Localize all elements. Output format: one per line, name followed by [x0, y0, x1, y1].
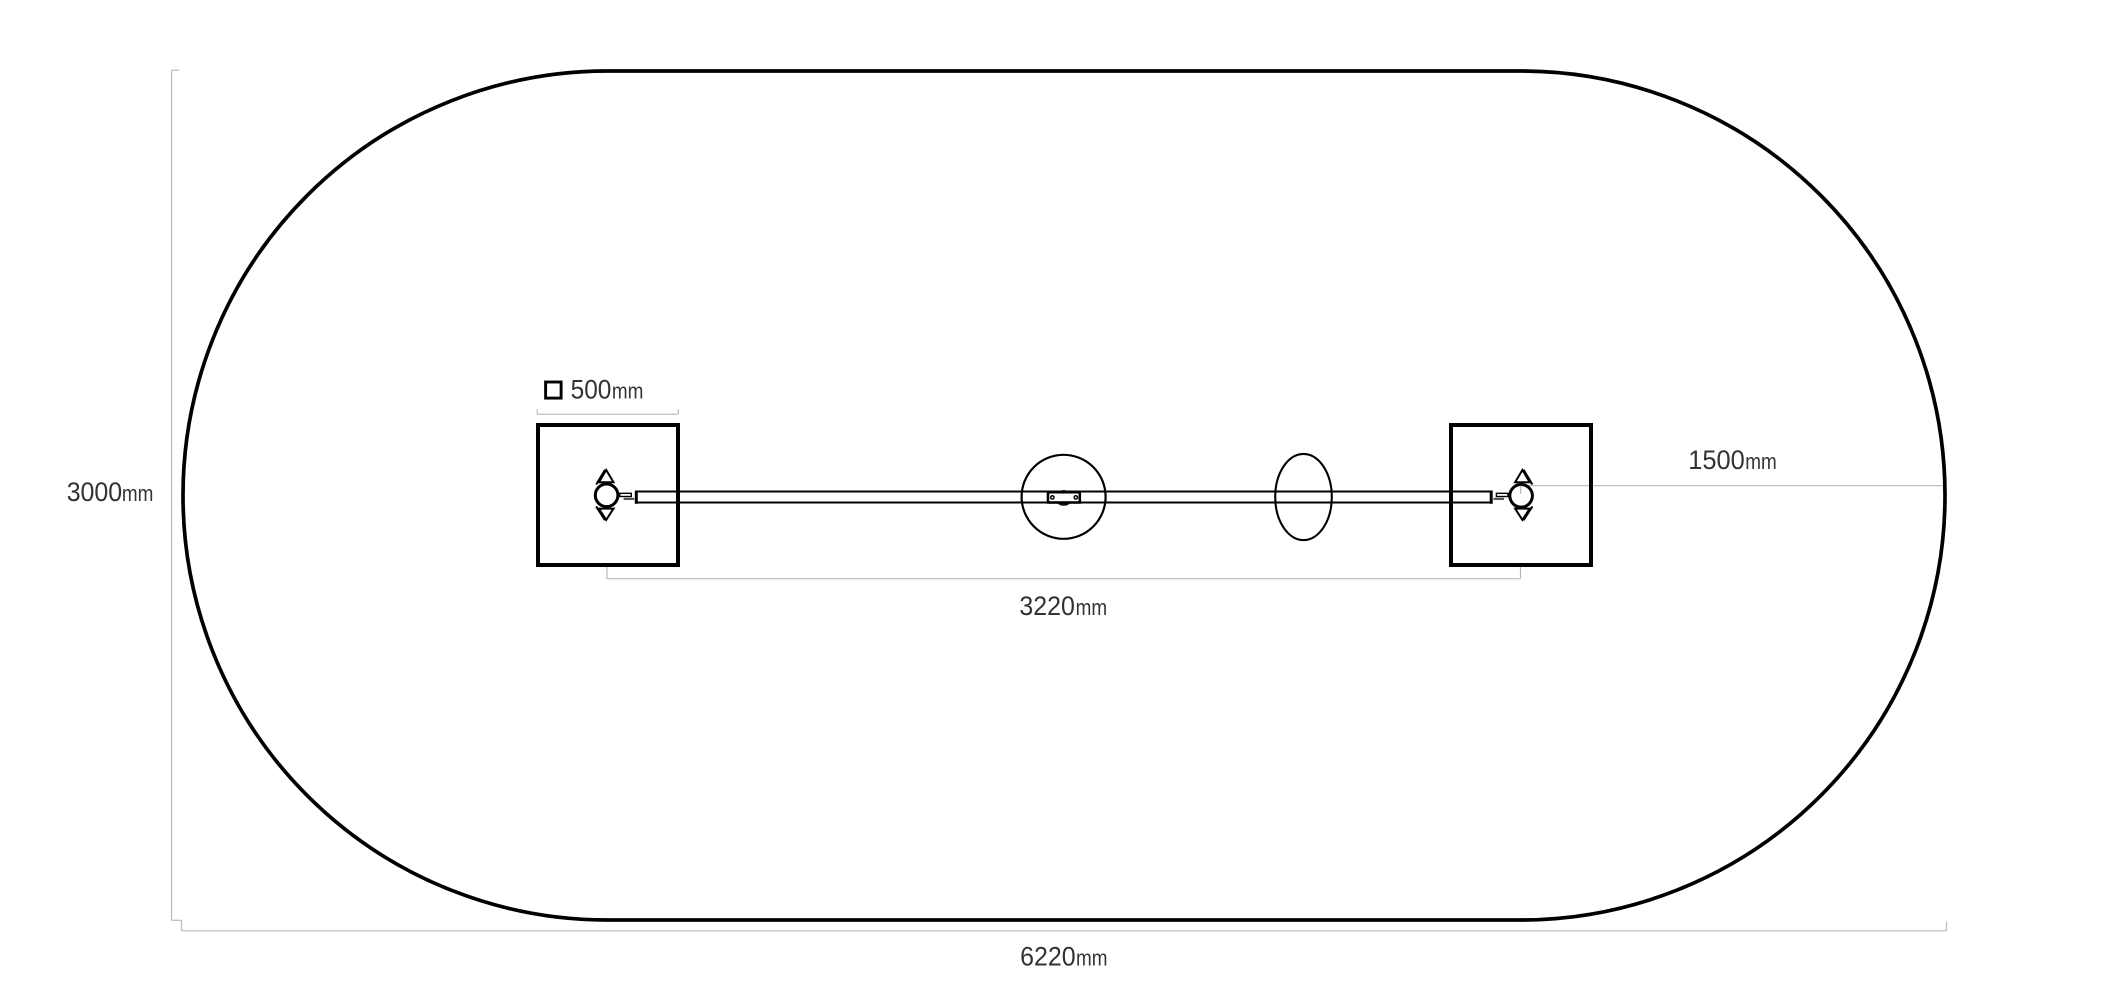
svg-text:mm: mm [122, 481, 154, 506]
svg-text:3000: 3000 [67, 477, 123, 507]
svg-text:3220: 3220 [1019, 591, 1075, 621]
svg-text:mm: mm [612, 379, 644, 404]
svg-text:6220: 6220 [1020, 941, 1076, 971]
svg-text:mm: mm [1745, 449, 1777, 474]
svg-text:mm: mm [1076, 945, 1108, 970]
svg-text:mm: mm [1076, 595, 1108, 620]
svg-text:1500: 1500 [1688, 445, 1745, 475]
svg-text:500: 500 [571, 375, 612, 405]
